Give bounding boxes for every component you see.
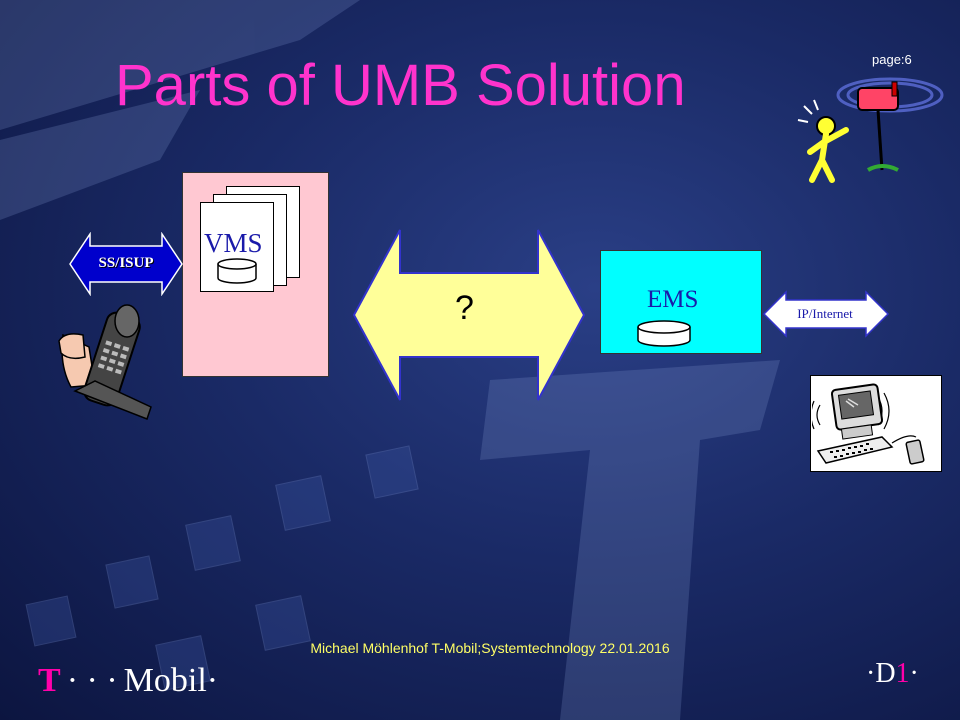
ss-isup-label: SS/ISUP — [98, 255, 154, 271]
slide-footer: Michael Möhlenhof T-Mobil;Systemtechnolo… — [310, 640, 670, 656]
ip-internet-arrow — [762, 290, 890, 338]
d1-logo: ·D1· — [866, 658, 919, 690]
d1-prefix: ·D — [866, 658, 896, 689]
mailbox-man-icon — [797, 77, 944, 183]
database-cylinder-icon — [637, 320, 691, 347]
d1-one: 1 — [895, 658, 910, 689]
logo-dots: · · · — [66, 662, 118, 699]
vms-label: VMS — [204, 228, 263, 258]
logo-end-dot: · — [206, 662, 219, 699]
page-number: page:6 — [872, 52, 912, 67]
logo-t: T — [38, 662, 61, 699]
interface-double-arrow — [352, 229, 586, 401]
interface-question-label: ? — [455, 289, 474, 327]
t-mobil-logo: T· · ·Mobil· — [38, 662, 218, 700]
handheld-phone-icon — [58, 304, 152, 420]
d1-suffix: · — [909, 658, 919, 689]
slide-title: Parts of UMB Solution — [115, 53, 686, 118]
ems-label: EMS — [647, 286, 699, 313]
ip-internet-label: IP/Internet — [797, 306, 853, 321]
database-cylinder-icon — [217, 258, 257, 284]
desktop-computer-icon — [812, 383, 925, 465]
logo-mobil: Mobil — [123, 662, 207, 699]
ss-isup-arrow — [69, 232, 183, 296]
